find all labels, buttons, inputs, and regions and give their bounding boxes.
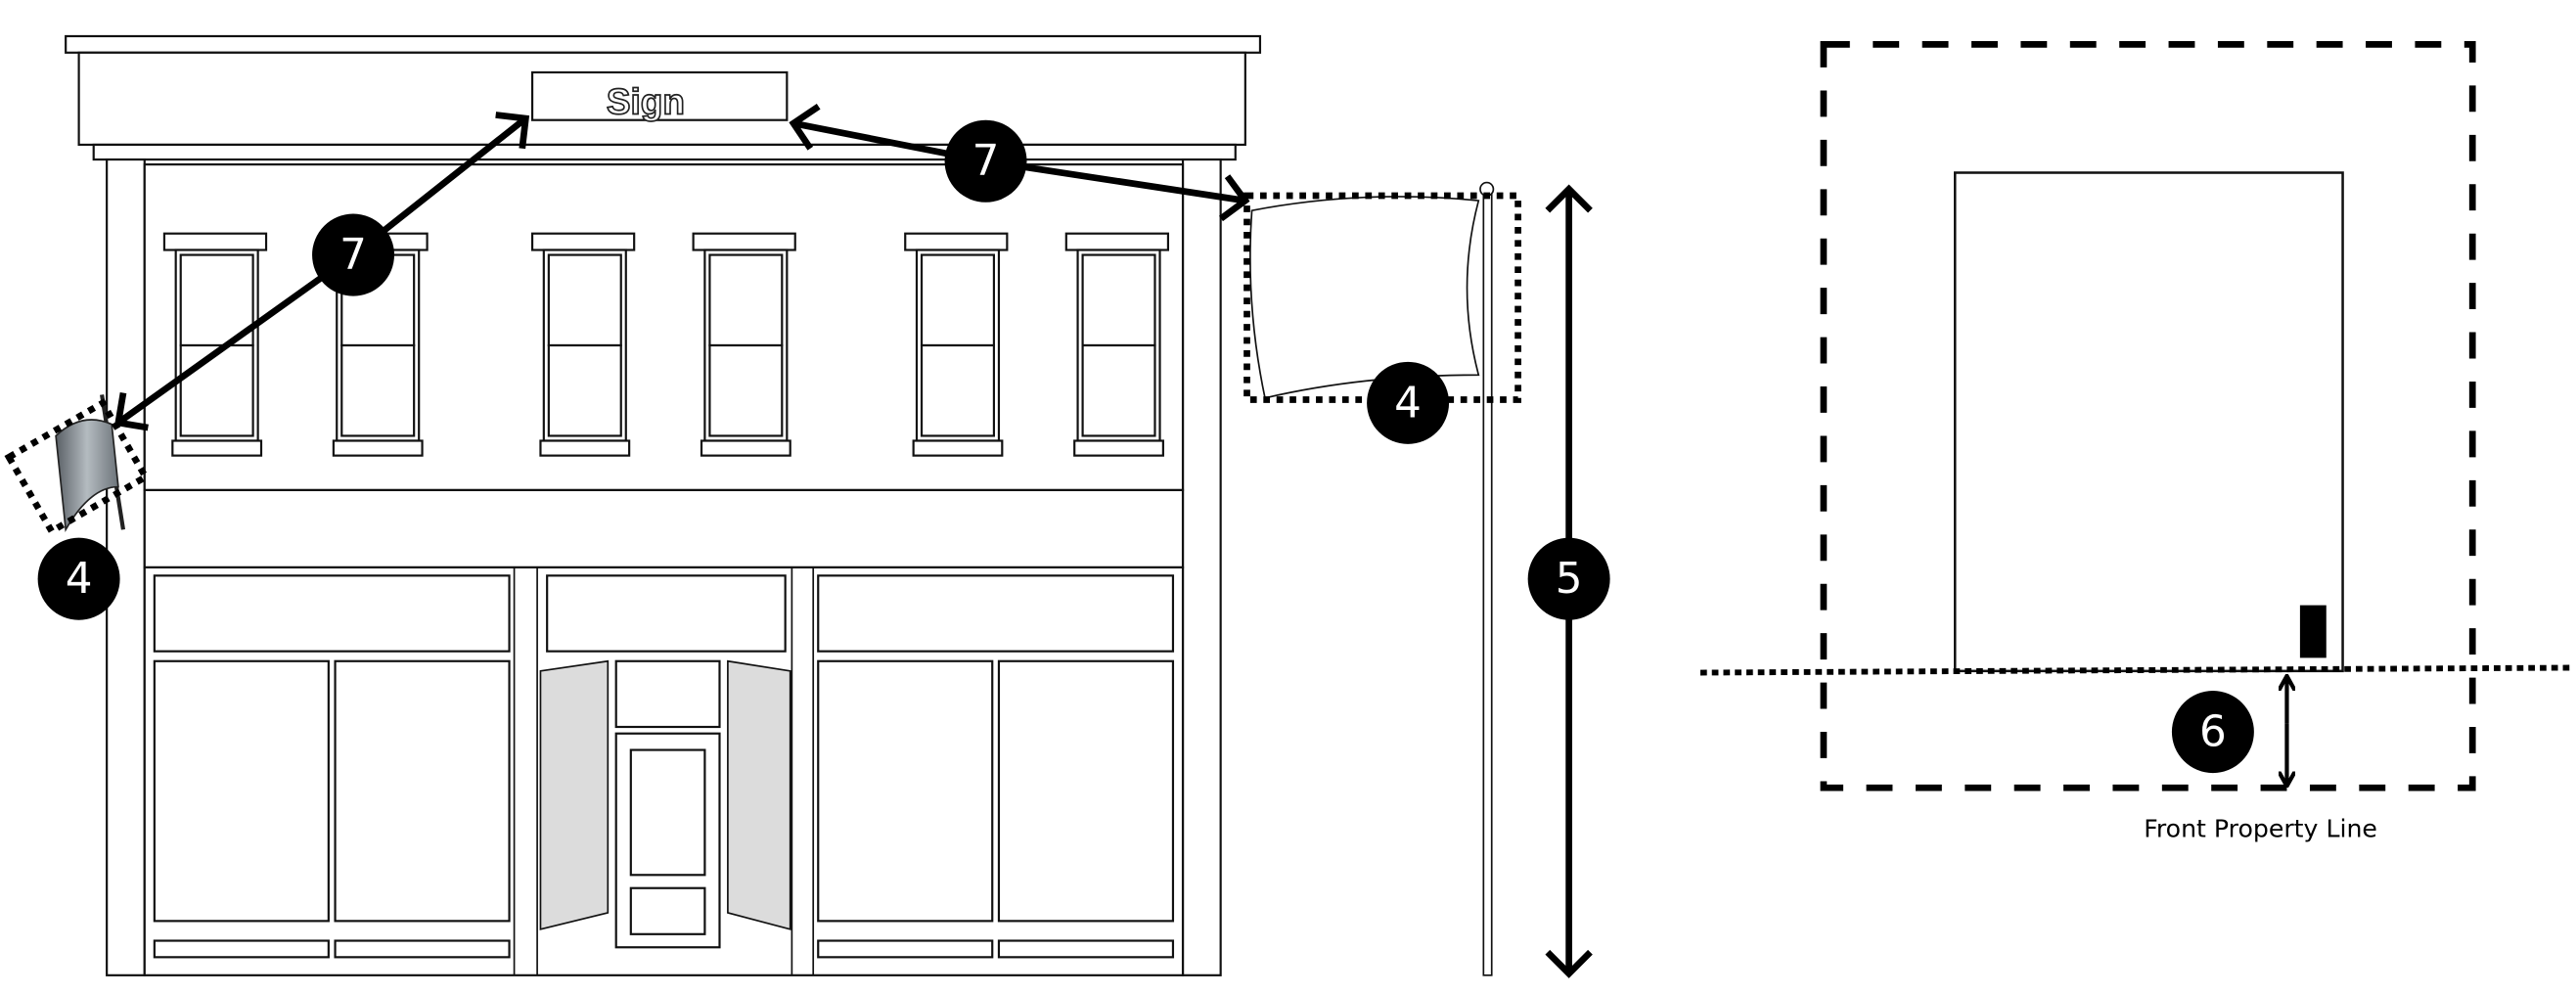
svg-text:7: 7: [339, 230, 367, 280]
callout-6-setback: 6: [2171, 691, 2254, 774]
svg-text:6: 6: [2199, 707, 2227, 757]
svg-text:7: 7: [972, 136, 1000, 186]
upper-windows: [162, 232, 1170, 457]
front-property-line-label: Front Property Line: [2144, 815, 2377, 843]
callout-7-left: 7: [312, 213, 395, 296]
svg-text:4: 4: [1394, 378, 1422, 428]
front-property-line: [1699, 664, 2573, 676]
site-plan: Front Property Line: [1699, 41, 2573, 843]
ground-floor-storefront: [143, 565, 1185, 976]
callout-5-pole-height: 5: [1527, 537, 1610, 620]
callout-4-pole-flag: 4: [1367, 361, 1450, 444]
storefront-building: Sign: [65, 34, 1262, 976]
svg-text:4: 4: [66, 554, 93, 604]
dimension-arrows: [114, 104, 1593, 978]
svg-text:5: 5: [1556, 554, 1583, 604]
wall-mounted-flag: [4, 394, 151, 536]
monument-sign: [2299, 605, 2327, 658]
callout-7-right: 7: [944, 119, 1027, 203]
building-footprint: [1953, 171, 2344, 673]
wall-sign: [530, 70, 789, 121]
pole-flag: [1243, 181, 1521, 976]
callout-4-wall-flag: 4: [37, 537, 120, 620]
sign-text: Sign: [607, 82, 685, 122]
